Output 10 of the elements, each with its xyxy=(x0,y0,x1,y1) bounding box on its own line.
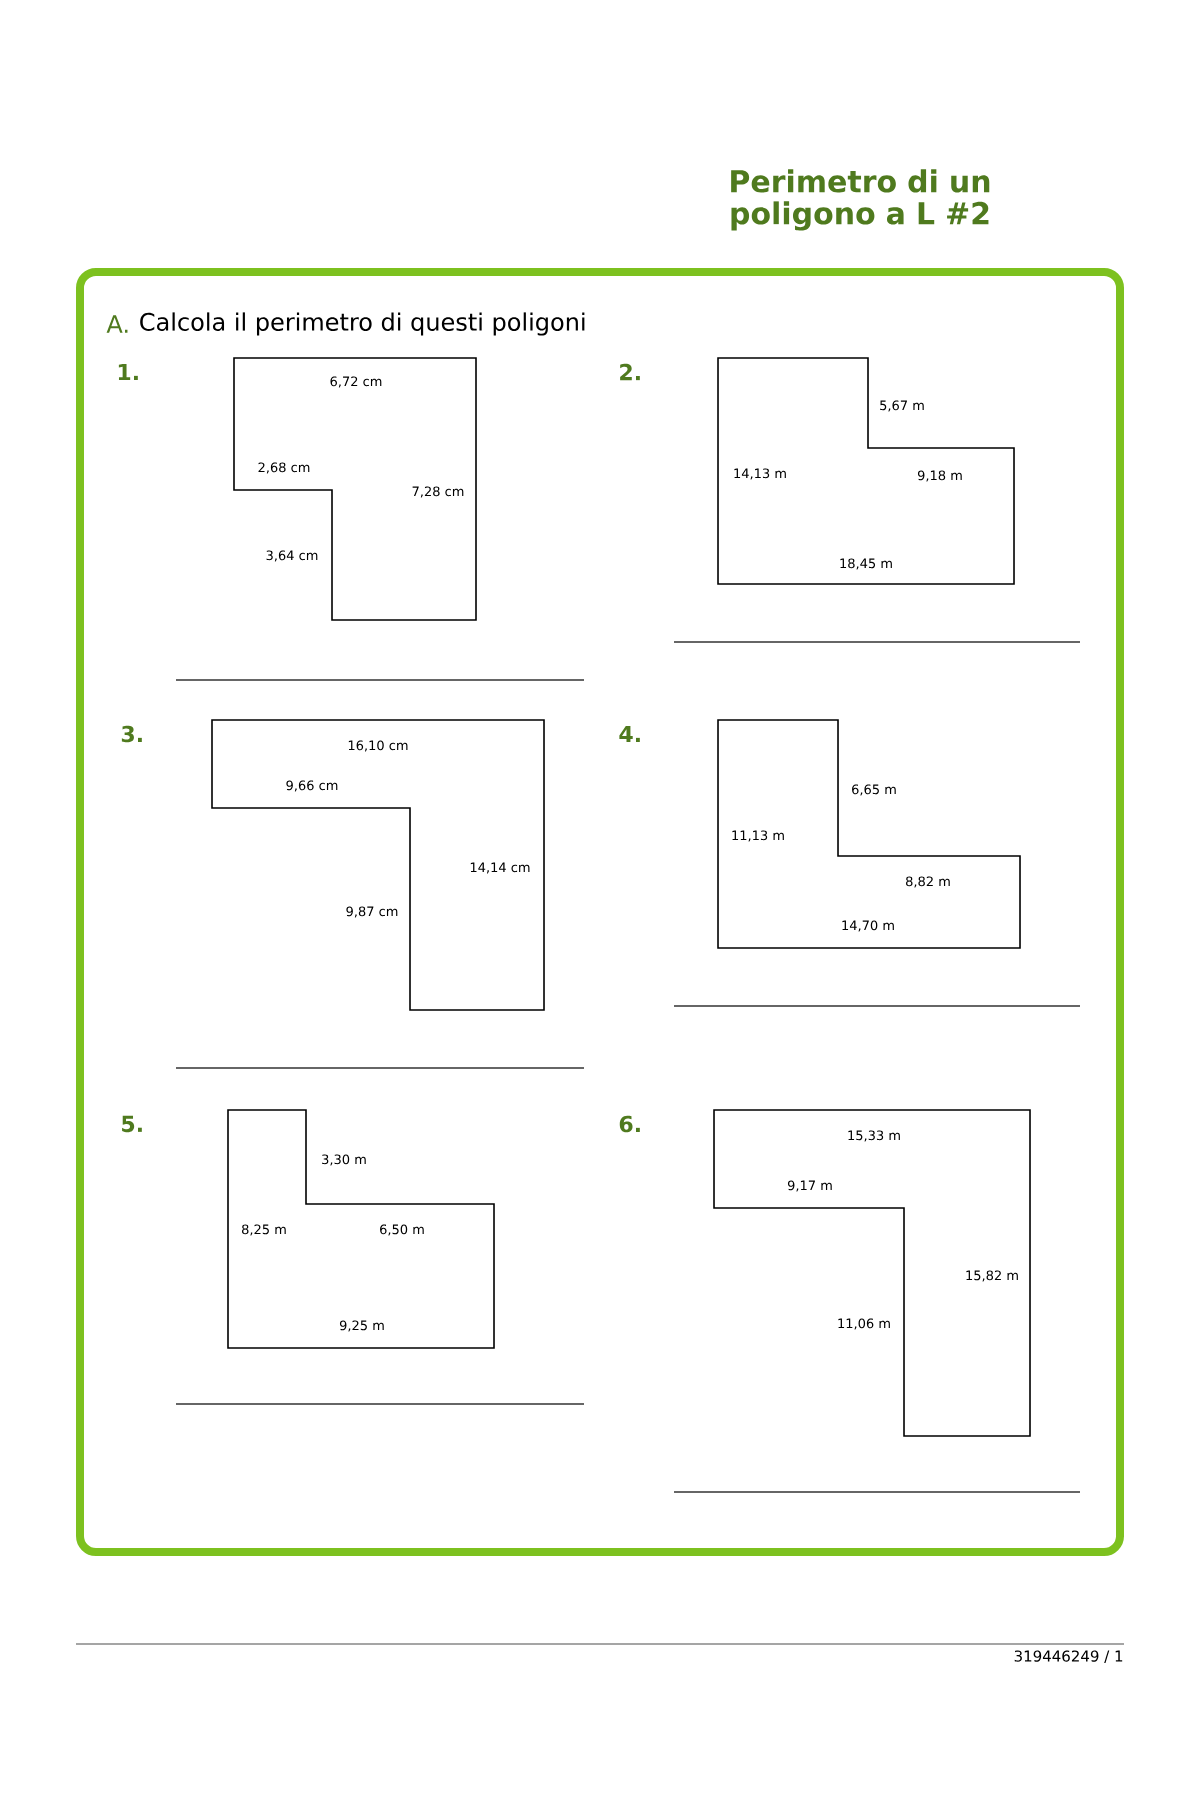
exercise-number: 4. xyxy=(619,726,640,742)
exercise-number: 6. xyxy=(619,1115,640,1133)
exercise-number: 3. xyxy=(121,725,142,743)
section-letter: A. xyxy=(106,315,128,333)
worksheet-panel xyxy=(76,268,1124,1556)
title: Perimetro di un poligono a L #2 xyxy=(731,169,990,231)
instruction: Calcola il perimetro di questi poligoni xyxy=(140,312,585,336)
exercise-number: 5. xyxy=(122,1115,142,1133)
exercise-number: 2. xyxy=(620,363,640,381)
exercise-number: 1. xyxy=(118,364,138,380)
